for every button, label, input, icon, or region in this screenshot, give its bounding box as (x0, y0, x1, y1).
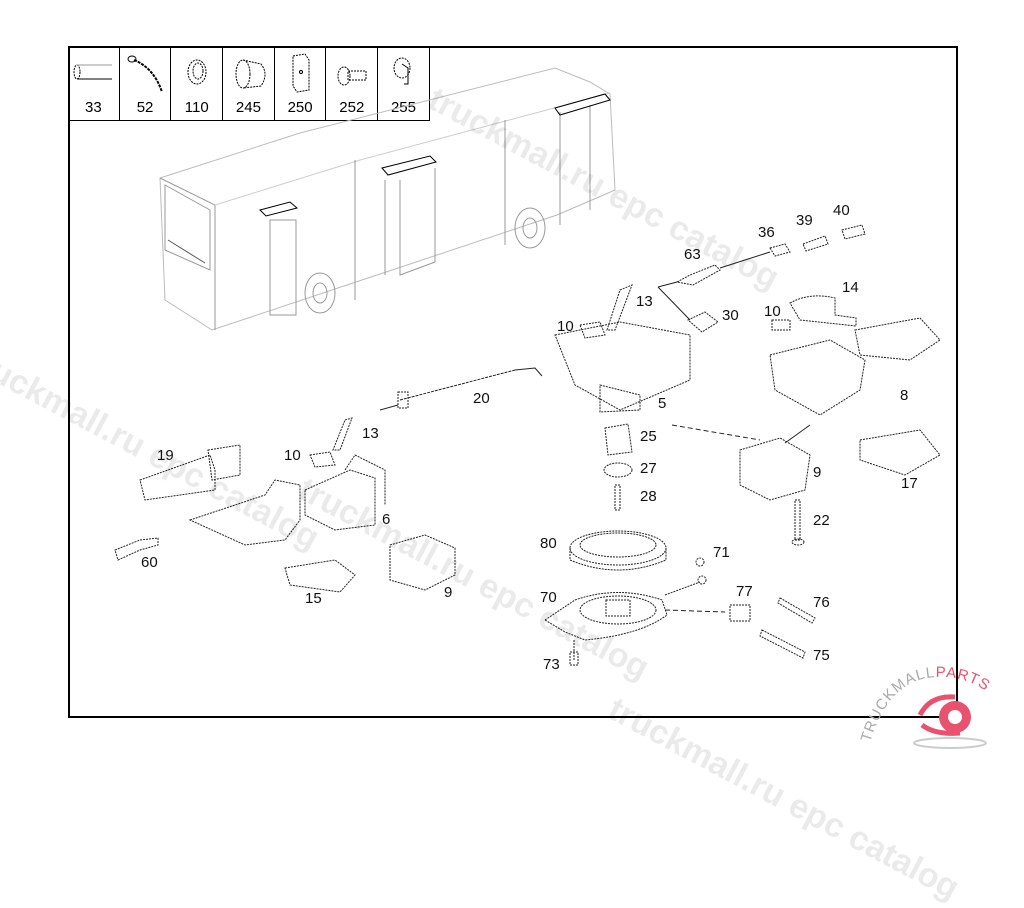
callout-27[interactable]: 27 (640, 460, 657, 477)
gear-icon (917, 694, 971, 736)
callout-71[interactable]: 71 (713, 544, 730, 561)
legend-table: 33 52 110 245 250 252 255 (68, 46, 430, 121)
callout-77[interactable]: 77 (736, 583, 753, 600)
legend-cell[interactable]: 110 (171, 46, 224, 121)
legend-part-number: 33 (85, 99, 102, 116)
legend-cell[interactable]: 33 (68, 46, 120, 121)
legend-part-number: 245 (235, 99, 261, 116)
callout-80[interactable]: 80 (540, 535, 557, 552)
callout-13[interactable]: 13 (362, 425, 379, 442)
callout-13[interactable]: 13 (636, 293, 653, 310)
plate-nut-icon (292, 53, 310, 93)
legend-part-number: 52 (136, 99, 154, 116)
callout-28[interactable]: 28 (640, 488, 657, 505)
parts-group (114, 224, 941, 666)
grommet-ring-icon (187, 59, 207, 85)
rubber-grommet-icon (235, 59, 266, 89)
legend-part-number: 110 (184, 99, 209, 116)
callout-9[interactable]: 9 (813, 464, 822, 481)
legend-cell[interactable]: 252 (326, 46, 379, 121)
callout-19[interactable]: 19 (157, 447, 174, 464)
callout-9[interactable]: 9 (444, 584, 453, 601)
callout-17[interactable]: 17 (901, 475, 918, 492)
truckmallparts-logo: TRUCKMALLPARTS (860, 665, 992, 749)
callout-10[interactable]: 10 (557, 318, 574, 335)
cable-tie-icon (127, 55, 163, 93)
legend-part-number: 252 (339, 99, 365, 116)
callout-14[interactable]: 14 (842, 279, 859, 296)
callout-60[interactable]: 60 (141, 554, 158, 571)
callout-36[interactable]: 36 (758, 224, 775, 241)
callout-30[interactable]: 30 (722, 307, 739, 324)
bolt-icon (337, 66, 367, 86)
diagram-frame (68, 46, 958, 718)
legend-cell[interactable]: 255 (378, 46, 430, 121)
callout-39[interactable]: 39 (796, 212, 813, 229)
callout-6[interactable]: 6 (382, 511, 391, 528)
bus-illustration (159, 67, 616, 331)
callout-75[interactable]: 75 (813, 647, 830, 664)
callout-22[interactable]: 22 (813, 512, 830, 529)
legend-part-number: 255 (390, 99, 416, 116)
callout-70[interactable]: 70 (540, 589, 557, 606)
callout-63[interactable]: 63 (684, 246, 701, 263)
callout-10[interactable]: 10 (284, 447, 301, 464)
callout-25[interactable]: 25 (640, 428, 657, 445)
callout-76[interactable]: 76 (813, 594, 830, 611)
legend-cell[interactable]: 250 (274, 46, 327, 121)
legend-part-number: 250 (287, 99, 313, 116)
callout-5[interactable]: 5 (658, 395, 667, 412)
exploded-parts-drawing (114, 67, 941, 666)
callout-8[interactable]: 8 (900, 387, 909, 404)
clip-nut-icon (393, 57, 411, 85)
legend-cell[interactable]: 52 (119, 46, 172, 121)
callout-10[interactable]: 10 (764, 303, 781, 320)
callout-40[interactable]: 40 (833, 202, 850, 219)
sleeve-tube-icon (73, 64, 112, 80)
callout-20[interactable]: 20 (473, 390, 490, 407)
callout-73[interactable]: 73 (543, 656, 560, 673)
legend-cell[interactable]: 245 (223, 46, 275, 121)
callout-15[interactable]: 15 (305, 590, 322, 607)
